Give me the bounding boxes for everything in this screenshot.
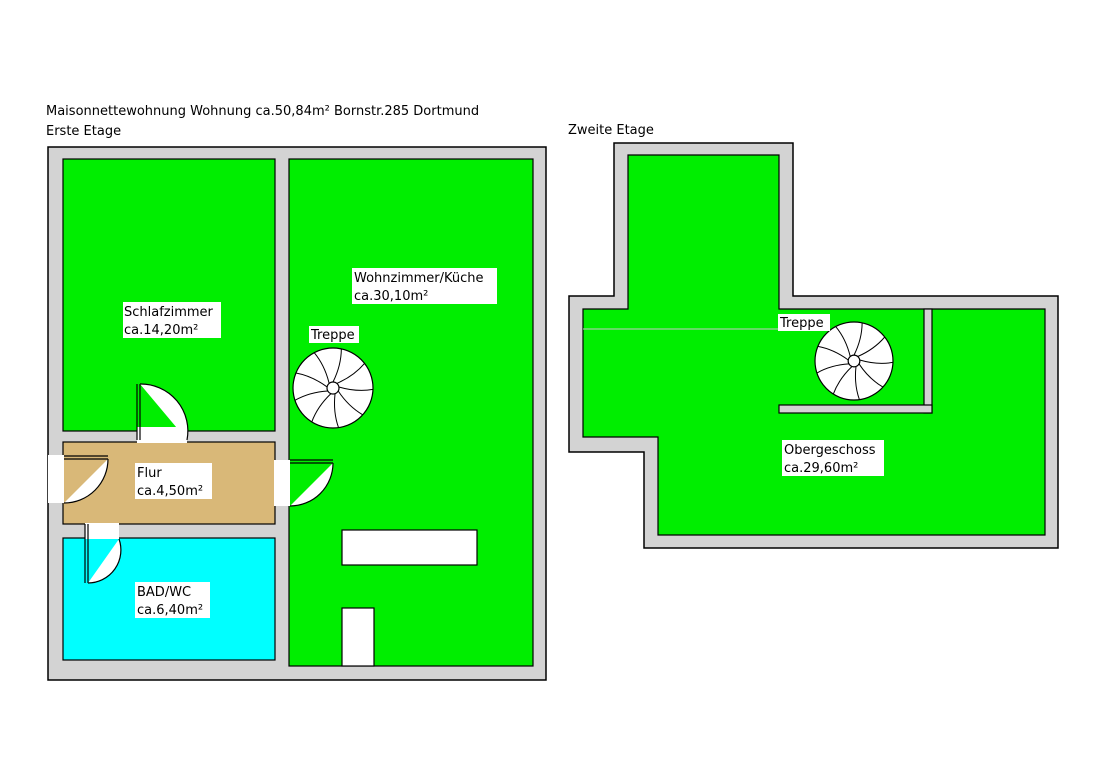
stair-step xyxy=(817,345,849,361)
stair-step xyxy=(858,363,884,388)
stair-step xyxy=(832,366,853,395)
stair-step xyxy=(294,390,328,401)
stair-step xyxy=(332,348,342,383)
label-bad-name: BAD/WC xyxy=(137,585,191,600)
spiral-staircase-second xyxy=(814,321,894,401)
stair-step xyxy=(336,363,365,384)
plan-title: Maisonnettewohnung Wohnung ca.50,84m² Bo… xyxy=(46,104,479,119)
stair-step xyxy=(859,359,894,364)
stair-wall-horizontal xyxy=(778,404,933,414)
stair-step xyxy=(311,393,332,423)
door-entrance xyxy=(48,455,109,504)
stair-center-post xyxy=(326,381,340,395)
label-treppe-first: Treppe xyxy=(310,328,355,343)
label-flur-name: Flur xyxy=(137,466,162,481)
door-schlafzimmer xyxy=(136,383,189,443)
label-bg-flur xyxy=(135,463,212,499)
room-obergeschoss xyxy=(582,154,1046,536)
label-wohnzimmer-name: Wohnzimmer/Küche xyxy=(354,271,484,286)
label-bg-wohnzimmer xyxy=(352,268,497,304)
stair-wall-vertical xyxy=(923,308,933,414)
label-schlafzimmer-area: ca.14,20m² xyxy=(124,323,198,338)
second-floor-label: Zweite Etage xyxy=(568,123,654,138)
stair-step xyxy=(313,352,330,384)
second-floor-plan: Treppe Obergeschoss ca.29,60m² xyxy=(568,142,1059,549)
label-bg-treppe-first xyxy=(309,326,359,343)
kitchen-counter xyxy=(341,529,478,566)
label-bg-obergeschoss xyxy=(782,440,884,476)
kitchen-island xyxy=(341,607,375,667)
stair-step xyxy=(816,363,849,374)
label-bg-bad xyxy=(135,582,210,618)
label-bg-schlafzimmer xyxy=(123,302,221,338)
stair-step xyxy=(835,326,851,357)
door-wohnzimmer xyxy=(274,459,334,507)
label-flur-area: ca.4,50m² xyxy=(137,484,203,499)
label-bg-treppe-second xyxy=(778,314,830,331)
label-obergeschoss-name: Obergeschoss xyxy=(784,443,876,458)
stair-step xyxy=(337,390,363,416)
first-floor-plan: Schlafzimmer ca.14,20m² Wohnzimmer/Küche… xyxy=(47,146,547,681)
stair-step xyxy=(854,366,860,400)
label-obergeschoss-area: ca.29,60m² xyxy=(784,461,858,476)
stair-step xyxy=(295,372,328,388)
first-floor-label: Erste Etage xyxy=(46,124,121,139)
spiral-staircase-first xyxy=(292,347,374,429)
room-schlafzimmer xyxy=(62,158,276,432)
stair-center-post xyxy=(847,354,861,368)
stair-step xyxy=(338,386,374,391)
label-bad-area: ca.6,40m² xyxy=(137,603,203,618)
label-wohnzimmer-area: ca.30,10m² xyxy=(354,289,428,304)
label-treppe-second: Treppe xyxy=(779,316,824,331)
label-schlafzimmer-name: Schlafzimmer xyxy=(124,305,214,320)
stair-step xyxy=(857,336,886,357)
stair-step xyxy=(853,322,863,356)
stair-step xyxy=(333,393,340,428)
door-bad xyxy=(84,523,122,584)
